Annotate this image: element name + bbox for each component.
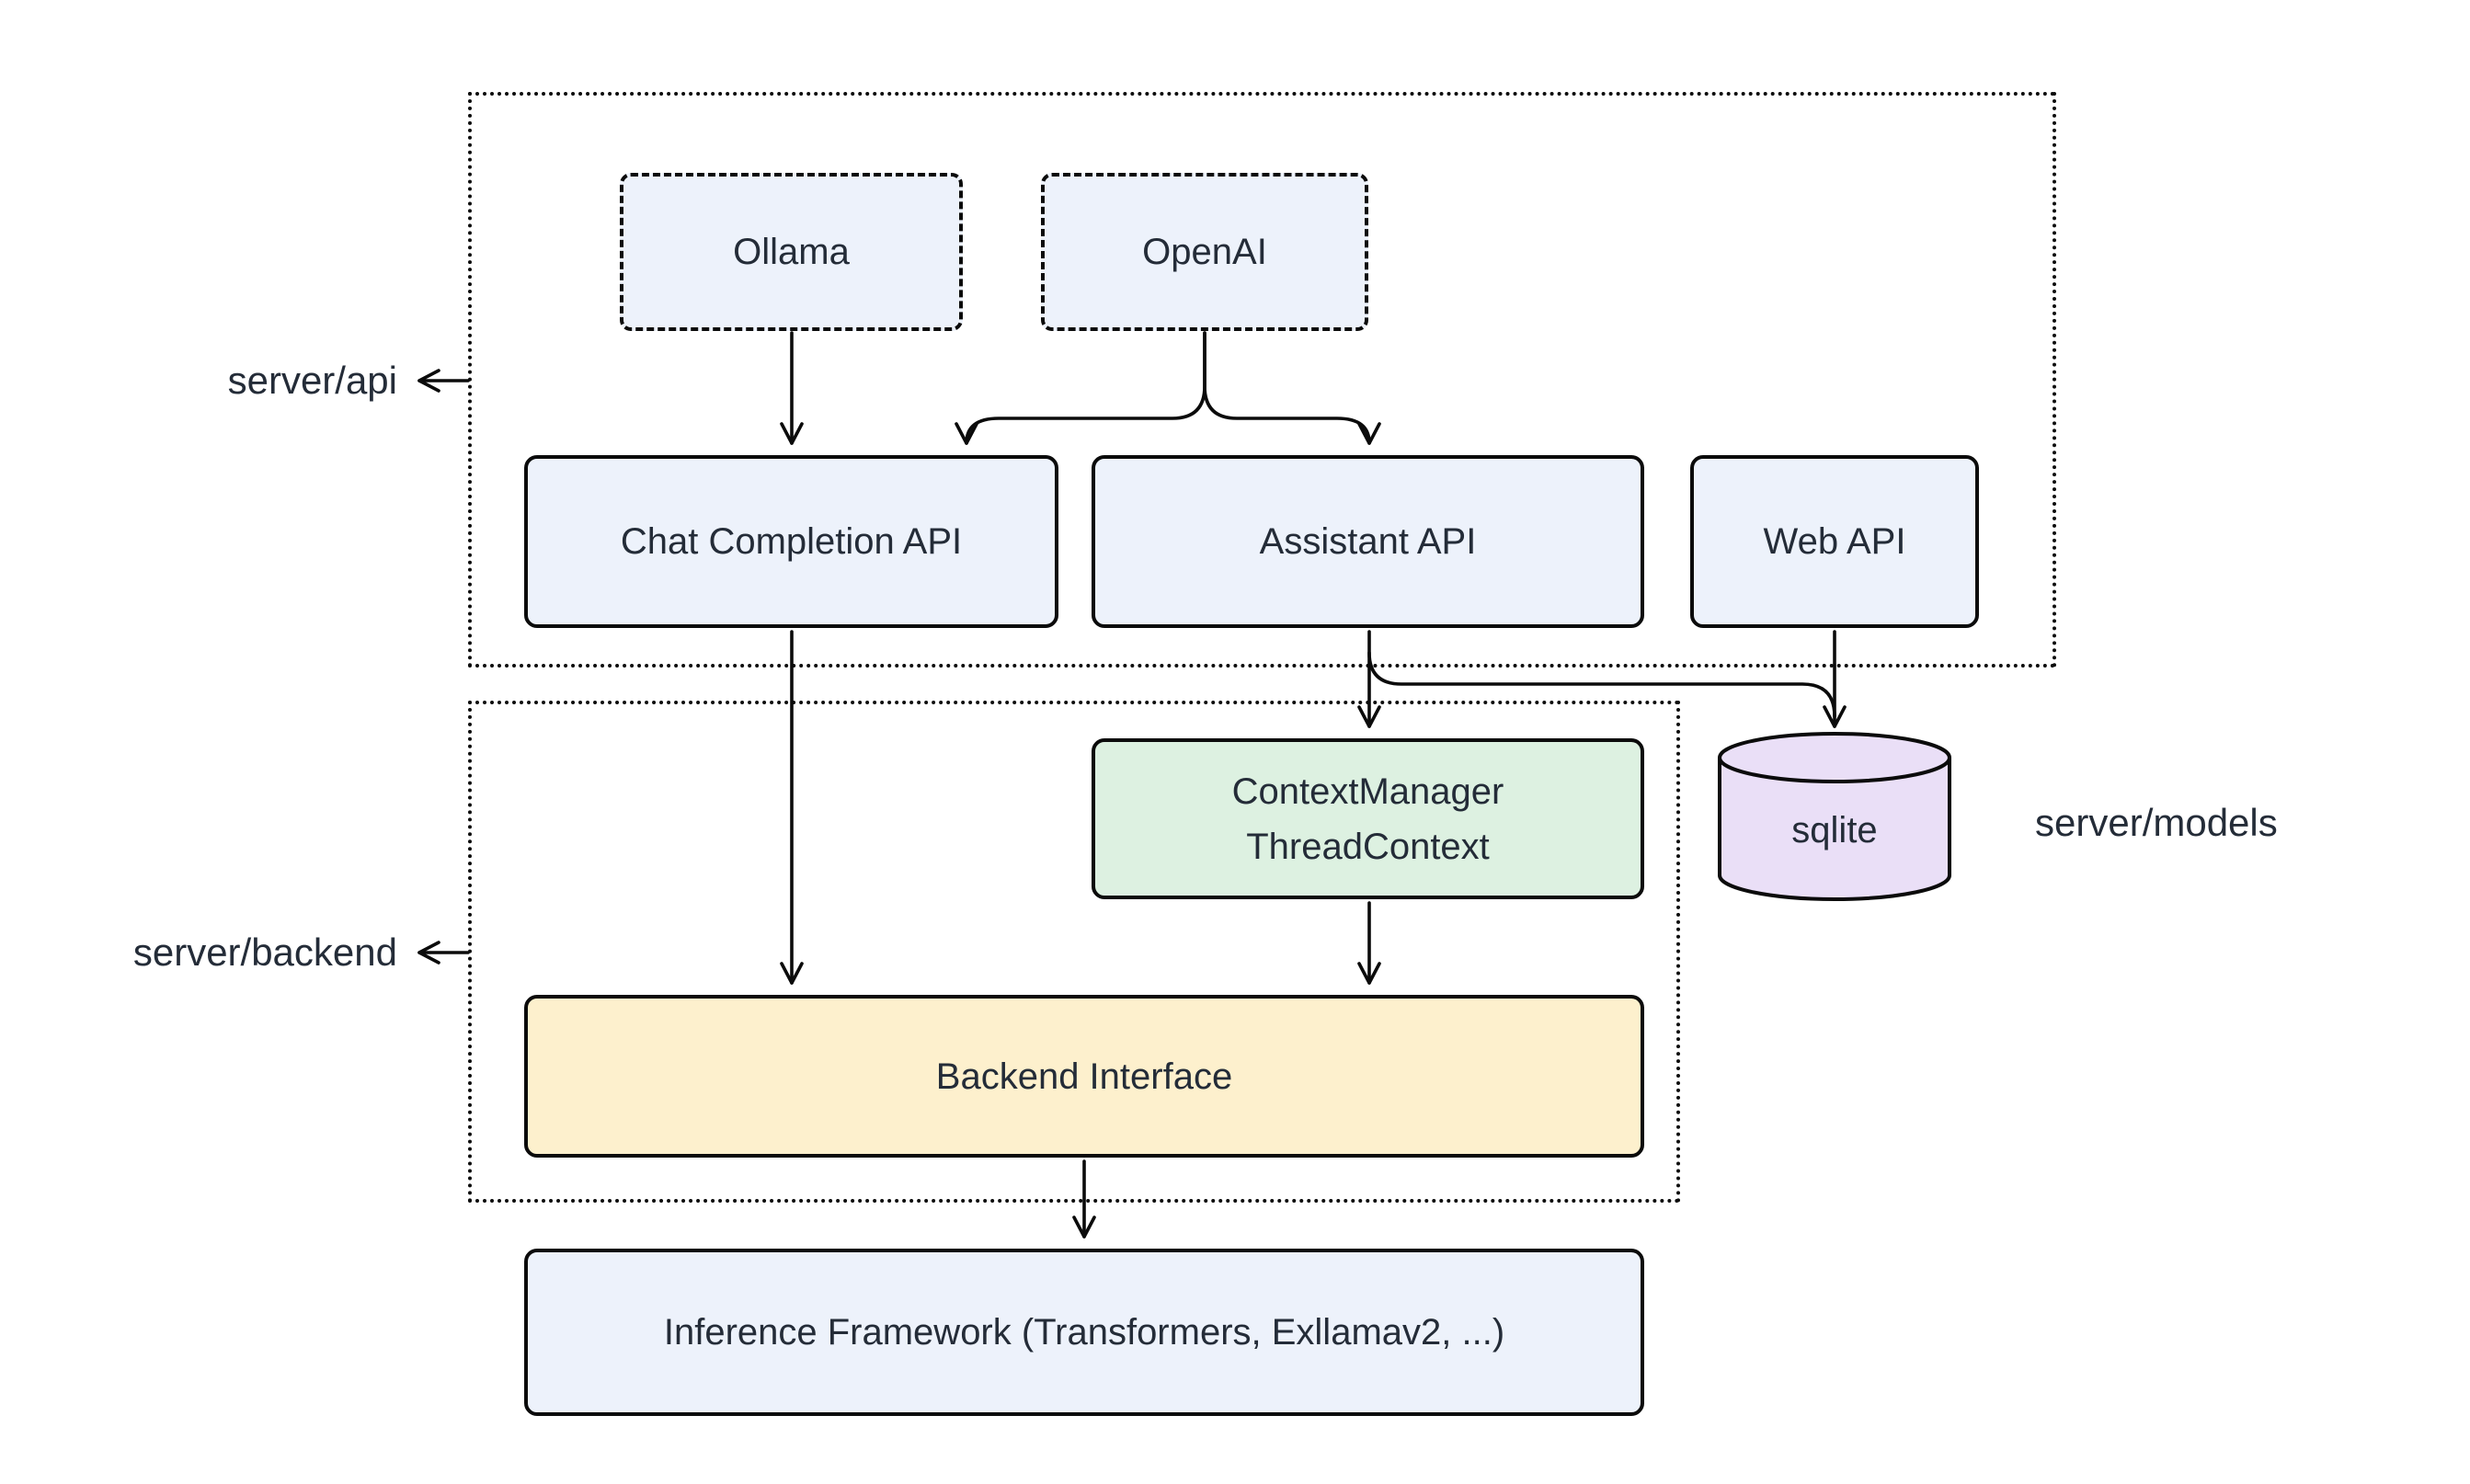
node-chat-completion-api: Chat Completion API	[524, 455, 1058, 628]
node-context-manager: ContextManager ThreadContext	[1092, 738, 1644, 899]
node-inference-framework-label: Inference Framework (Transformers, Exlla…	[663, 1312, 1505, 1353]
node-ollama: Ollama	[620, 173, 963, 331]
node-openai: OpenAI	[1041, 173, 1368, 331]
node-backend-interface-label: Backend Interface	[935, 1056, 1233, 1097]
sqlite-cylinder-top	[1718, 732, 1951, 783]
node-openai-label: OpenAI	[1142, 232, 1267, 272]
node-sqlite-label: sqlite	[1791, 810, 1877, 850]
node-backend-interface: Backend Interface	[524, 995, 1644, 1158]
group-server-api	[468, 92, 2056, 668]
node-inference-framework: Inference Framework (Transformers, Exlla…	[524, 1249, 1644, 1416]
node-context-manager-line2: ThreadContext	[1246, 826, 1490, 867]
label-server-models: server/models	[2035, 801, 2278, 844]
node-ollama-label: Ollama	[733, 232, 850, 272]
label-server-backend: server/backend	[132, 930, 397, 974]
label-server-api: server/api	[227, 359, 397, 402]
node-context-manager-line1: ContextManager	[1231, 771, 1504, 812]
node-web-api: Web API	[1690, 455, 1979, 628]
node-assistant-api: Assistant API	[1092, 455, 1644, 628]
sqlite-cylinder-body	[1718, 758, 1951, 901]
node-chat-completion-api-label: Chat Completion API	[620, 521, 963, 562]
node-assistant-api-label: Assistant API	[1259, 521, 1477, 562]
node-sqlite: sqlite	[1718, 732, 1951, 901]
node-web-api-label: Web API	[1763, 521, 1906, 562]
group-server-backend	[468, 701, 1680, 1203]
